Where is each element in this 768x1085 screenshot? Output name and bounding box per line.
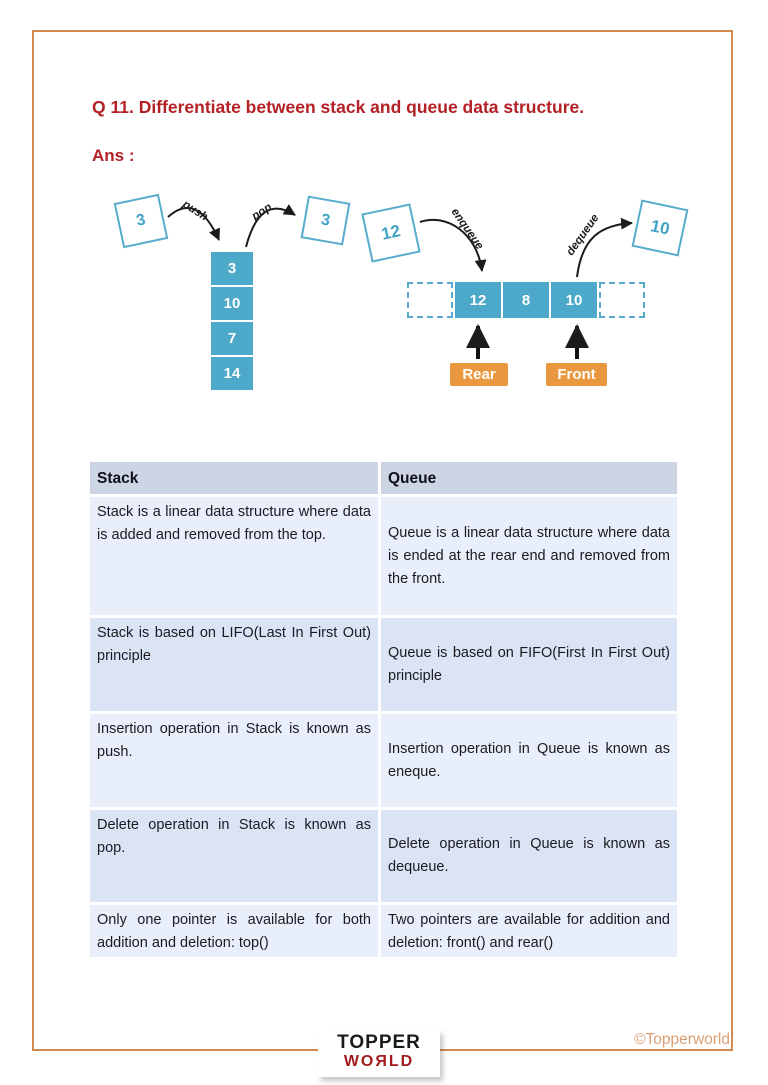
stack-incoming-element: 3 [113, 193, 169, 249]
question-title: Q 11. Differentiate between stack and qu… [92, 97, 585, 117]
queue-cell-text: Queue is based on FIFO(First In First Ou… [381, 618, 677, 711]
stack-cell-text: Delete operation in Stack is known as po… [90, 810, 378, 902]
rear-pointer-label: Rear [450, 363, 508, 386]
queue-cell: 12 [455, 282, 501, 318]
queue-cell-text: Delete operation in Queue is known as de… [381, 810, 677, 902]
dequeue-arrow [576, 217, 633, 278]
stack-column: 3 10 7 14 [211, 252, 253, 390]
queue-array: 12 8 10 [407, 282, 645, 318]
stack-queue-diagram: 3 push pop 3 3 10 7 14 12 enqueue dequeu… [85, 185, 710, 400]
table-header-row: Stack Queue [90, 462, 677, 494]
queue-cell-inner: Delete operation in Queue is known as de… [388, 836, 670, 875]
queue-cell-inner: Insertion operation in Queue is known as… [388, 740, 670, 780]
queue-empty-cell [407, 282, 453, 318]
logo-text-world: WOЯLD [343, 1053, 415, 1070]
push-arrow [167, 207, 220, 241]
copyright-text: ©Topperworld [634, 1031, 730, 1048]
queue-cell-inner: Queue is a linear data structure where d… [388, 524, 670, 587]
logo-text-topper: TOPPER [337, 1032, 421, 1053]
table-row: Stack is a linear data structure where d… [90, 497, 677, 615]
answer-label: Ans : [92, 146, 135, 165]
queue-incoming-element: 12 [361, 203, 421, 263]
stack-column-header: Stack [90, 462, 378, 494]
queue-empty-cell [599, 282, 645, 318]
stack-cell: 10 [211, 287, 253, 320]
pop-arrow [245, 204, 296, 248]
queue-cell-text: Insertion operation in Queue is known as… [381, 714, 677, 807]
queue-cell-text: Two pointers are available for addition … [381, 905, 677, 957]
stack-cell-text: Stack is a linear data structure where d… [90, 497, 378, 615]
queue-cell-text: Queue is a linear data structure where d… [381, 497, 677, 615]
table-row: Delete operation in Stack is known as po… [90, 810, 677, 902]
stack-cell-text: Only one pointer is available for both a… [90, 905, 378, 957]
table-row: Stack is based on LIFO(Last In First Out… [90, 618, 677, 711]
stack-cell-text: Insertion operation in Stack is known as… [90, 714, 378, 807]
stack-queue-comparison-table: Stack Queue Stack is a linear data struc… [90, 462, 677, 960]
stack-cell-text: Stack is based on LIFO(Last In First Out… [90, 618, 378, 711]
queue-cell: 8 [503, 282, 549, 318]
queue-outgoing-element: 10 [631, 199, 689, 257]
stack-cell: 3 [211, 252, 253, 285]
queue-cell-inner: Queue is based on FIFO(First In First Ou… [388, 644, 670, 684]
stack-cell: 7 [211, 322, 253, 355]
topperworld-logo: TOPPER WOЯLD [318, 1030, 440, 1077]
queue-column-header: Queue [381, 462, 677, 494]
enqueue-arrow [419, 218, 487, 272]
stack-cell: 14 [211, 357, 253, 390]
table-row: Only one pointer is available for both a… [90, 905, 677, 957]
front-pointer-label: Front [546, 363, 607, 386]
queue-cell: 10 [551, 282, 597, 318]
diagram-arrows [167, 204, 633, 359]
stack-outgoing-element: 3 [300, 195, 351, 246]
table-row: Insertion operation in Stack is known as… [90, 714, 677, 807]
